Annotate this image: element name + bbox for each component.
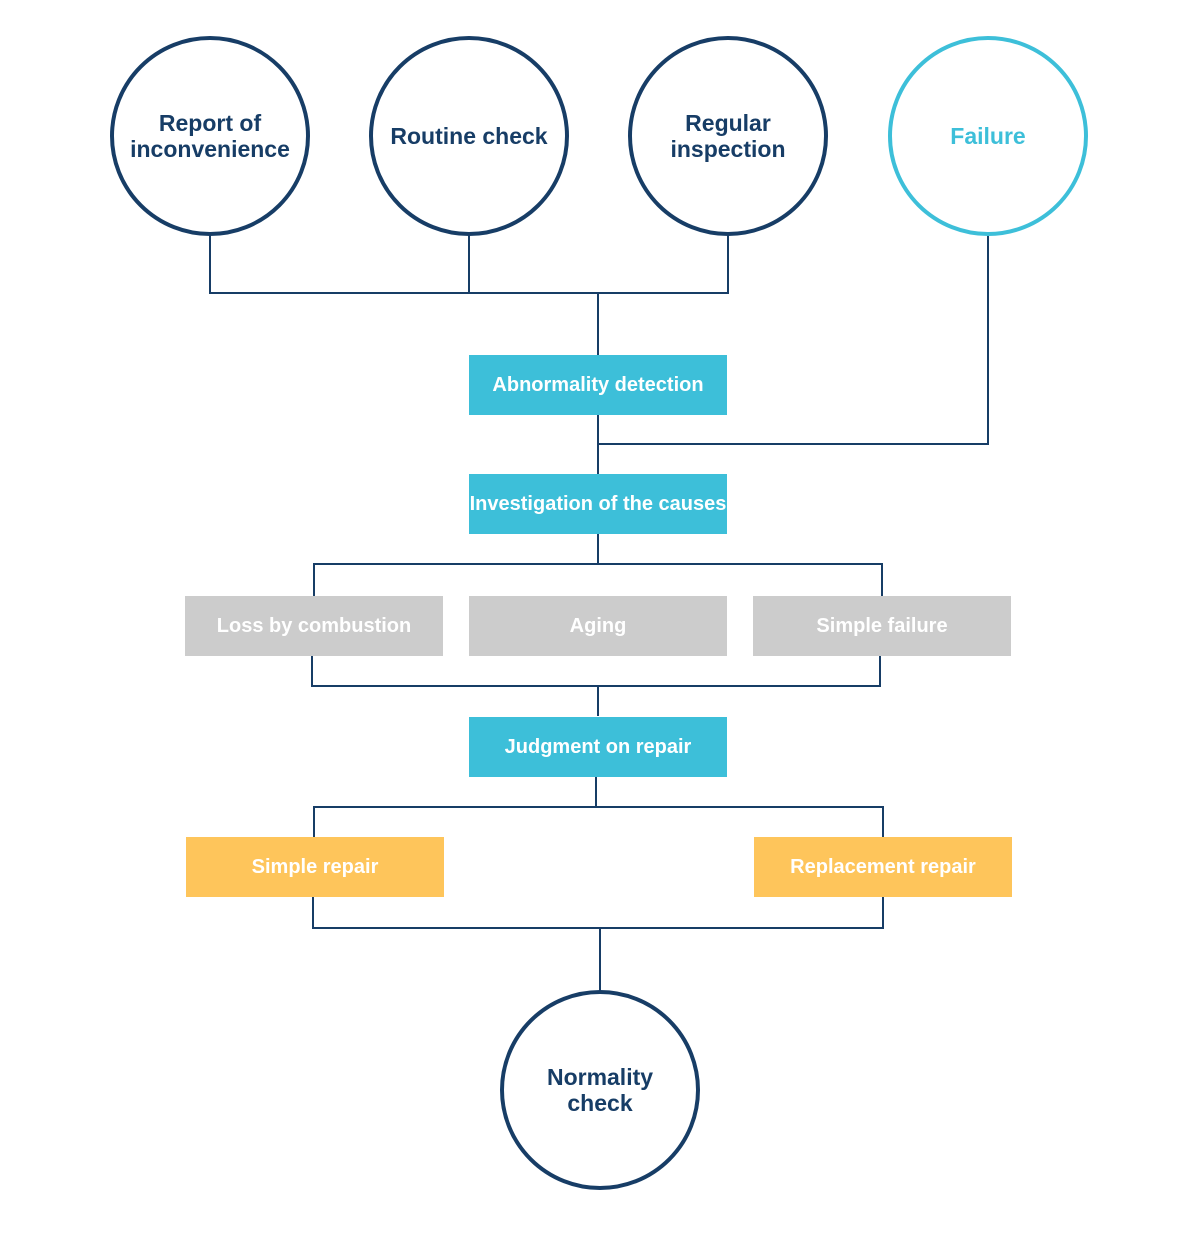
connector-failure [598,232,989,445]
step-abnormality-detection: Abnormality detection [469,355,727,415]
trigger-routine-check: Routine check [369,36,569,236]
connector-investigation-causes [313,533,883,596]
step-judgment-on-repair: Judgment on repair [469,717,727,777]
repair-simple: Simple repair [186,837,444,897]
trigger-regular-inspection: Regular inspection [628,36,828,236]
connector-judgment-repairs [313,776,884,838]
step-investigation-of-causes: Investigation of the causes [469,474,727,534]
cause-aging: Aging [469,596,727,656]
cause-loss-by-combustion: Loss by combustion [185,596,443,656]
cause-simple-failure: Simple failure [753,596,1011,656]
connector-causes-judgment [311,655,881,716]
trigger-failure: Failure [888,36,1088,236]
connector-triggers-merge [209,232,729,355]
connector-repairs-final [312,896,884,991]
final-normality-check: Normality check [500,990,700,1190]
repair-replacement: Replacement repair [754,837,1012,897]
trigger-report-of-inconvenience: Report of inconvenience [110,36,310,236]
